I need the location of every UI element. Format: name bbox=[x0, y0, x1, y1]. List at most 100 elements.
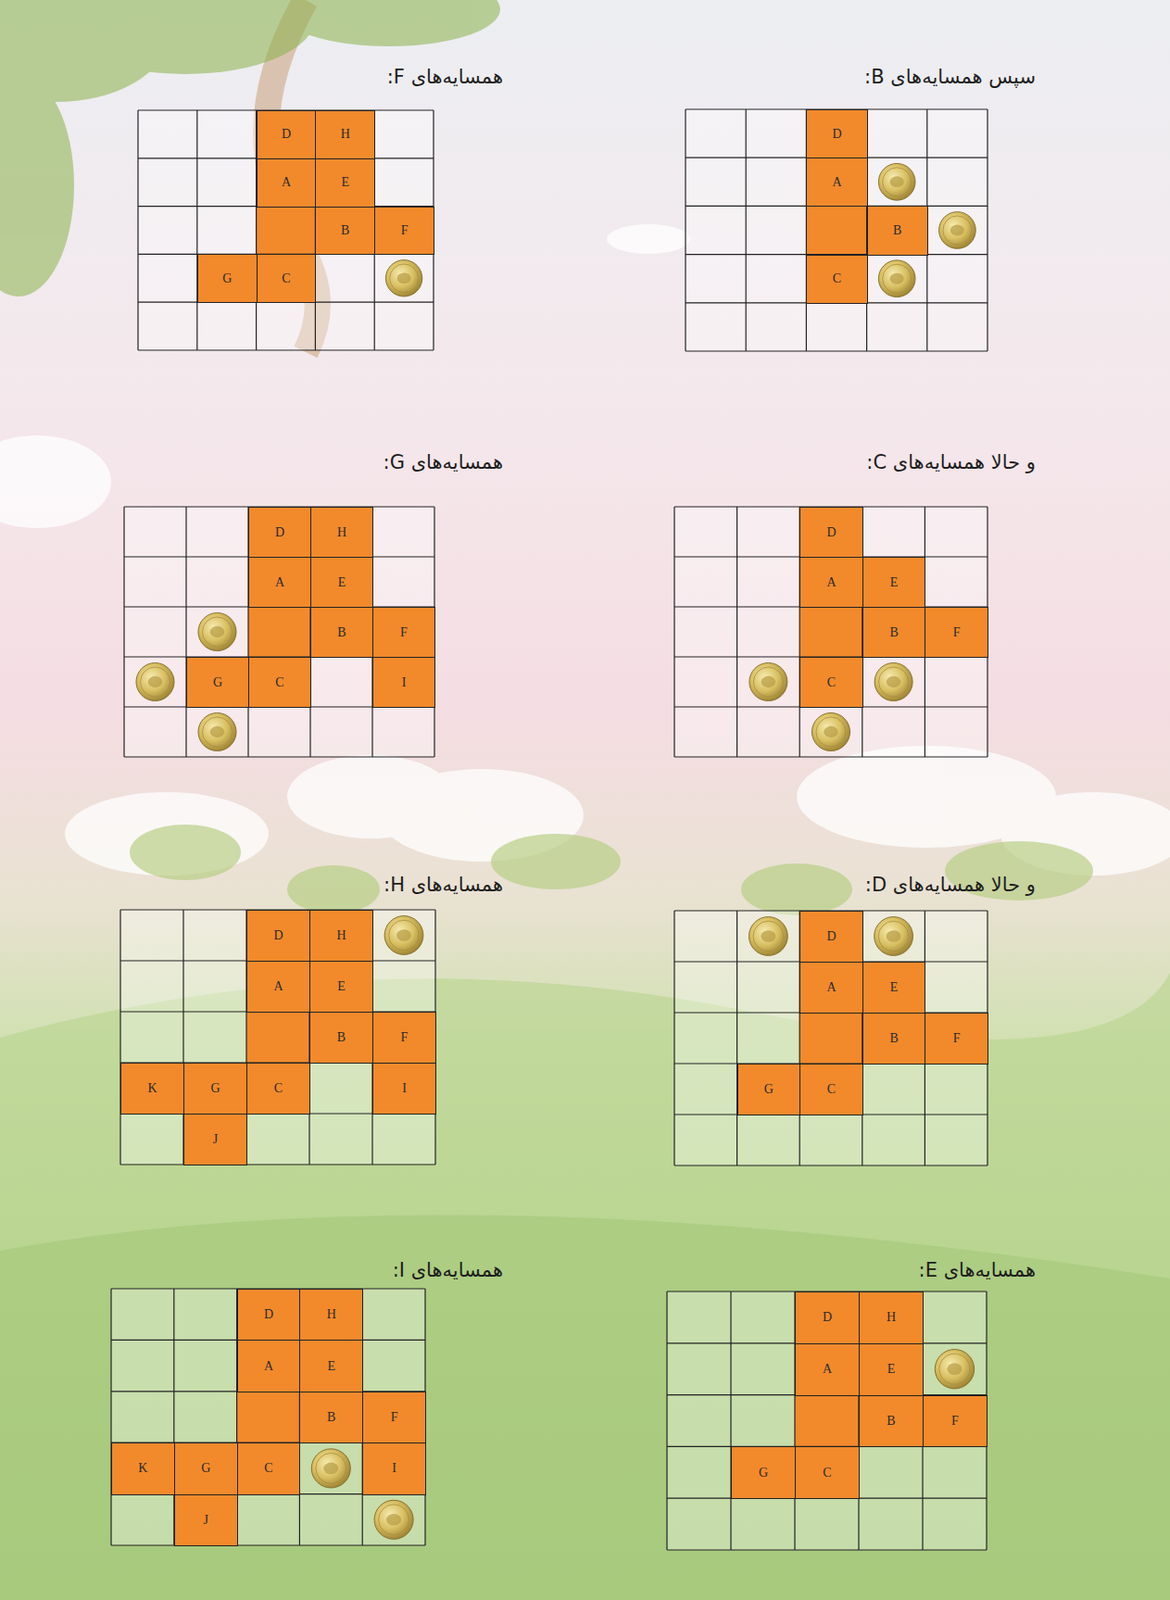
empty-cell bbox=[372, 1011, 436, 1063]
letter-cell: E bbox=[862, 961, 927, 1014]
empty-cell bbox=[124, 656, 187, 707]
letter-cell: A bbox=[237, 1339, 302, 1392]
empty-cell bbox=[314, 253, 375, 302]
empty-cell bbox=[927, 109, 988, 158]
orange-cell bbox=[799, 1012, 863, 1064]
empty-cell bbox=[246, 1011, 310, 1063]
empty-cell bbox=[237, 1494, 301, 1546]
cell-letter: G bbox=[222, 271, 232, 287]
grid-heading: همسایه‌های H: bbox=[383, 872, 504, 897]
cell-letter: C bbox=[832, 271, 842, 287]
letter-cell: F bbox=[372, 1011, 437, 1064]
cell-letter: C bbox=[281, 271, 290, 287]
cell-letter: G bbox=[213, 675, 223, 691]
letter-cell: C bbox=[799, 656, 864, 708]
empty-cell bbox=[799, 506, 863, 557]
grid-line bbox=[138, 349, 434, 351]
coin-icon bbox=[874, 917, 914, 957]
letter-cell: D bbox=[237, 1288, 302, 1341]
coin-icon bbox=[198, 712, 237, 751]
empty-cell bbox=[372, 606, 435, 657]
orange-cell bbox=[799, 606, 863, 657]
cell-letter: H bbox=[337, 525, 347, 541]
empty-cell bbox=[858, 1395, 923, 1447]
empty-cell bbox=[737, 1012, 801, 1064]
letter-cell: C bbox=[794, 1446, 860, 1499]
empty-cell bbox=[186, 606, 249, 657]
empty-cell bbox=[867, 302, 928, 352]
empty-cell bbox=[737, 706, 801, 757]
empty-cell bbox=[310, 656, 373, 707]
empty-cell bbox=[922, 1343, 987, 1396]
letter-cell: H bbox=[309, 909, 374, 962]
coin-icon bbox=[749, 917, 789, 957]
letter-cell: E bbox=[314, 158, 376, 208]
letter-cell: J bbox=[183, 1113, 248, 1166]
empty-cell bbox=[372, 1062, 436, 1114]
empty-cell bbox=[314, 158, 375, 207]
empty-cell bbox=[924, 506, 988, 557]
coin-icon bbox=[878, 163, 916, 201]
letter-cell: A bbox=[799, 961, 864, 1014]
grid-line bbox=[674, 1164, 988, 1166]
empty-cell bbox=[799, 706, 863, 757]
grid-heading: سپس همسایه‌های B: bbox=[864, 64, 1036, 89]
letter-cell: G bbox=[730, 1446, 796, 1499]
letter-cell: D bbox=[805, 109, 868, 159]
empty-cell bbox=[666, 1343, 731, 1396]
letter-cell: G bbox=[186, 656, 250, 708]
neighbour-grid: همسایه‌های F:DHAEBFGC bbox=[138, 110, 434, 351]
grid-heading: و حالا همسایه‌های C: bbox=[866, 450, 1036, 475]
cell-letter: F bbox=[401, 1030, 409, 1045]
empty-cell bbox=[924, 556, 988, 607]
letter-cell: A bbox=[794, 1343, 860, 1397]
empty-cell bbox=[805, 254, 867, 303]
empty-cell bbox=[362, 1442, 426, 1494]
empty-cell bbox=[858, 1446, 923, 1498]
cell-letter: G bbox=[764, 1081, 774, 1097]
cell-letter: A bbox=[273, 979, 283, 994]
grid-line bbox=[110, 1288, 112, 1546]
empty-cell bbox=[666, 1395, 731, 1447]
empty-cell bbox=[310, 706, 373, 757]
cell-letter: I bbox=[402, 675, 407, 691]
letter-cell: C bbox=[246, 1062, 311, 1115]
coin-icon bbox=[811, 712, 850, 751]
empty-cell bbox=[858, 1497, 923, 1550]
empty-cell bbox=[730, 1395, 795, 1447]
coin-icon bbox=[749, 662, 788, 701]
grid-heading: همسایه‌های I: bbox=[392, 1258, 504, 1283]
cell-letter: B bbox=[889, 1031, 898, 1046]
empty-cell bbox=[309, 960, 373, 1012]
cell-letter: D bbox=[822, 1309, 832, 1325]
letter-cell: D bbox=[799, 910, 864, 963]
empty-cell bbox=[124, 706, 187, 757]
empty-cell bbox=[805, 109, 867, 158]
letter-cell: H bbox=[314, 110, 376, 160]
coin-icon bbox=[878, 260, 916, 298]
empty-cell bbox=[309, 1062, 373, 1114]
letter-cell: B bbox=[867, 205, 929, 255]
grid-line bbox=[673, 910, 675, 1166]
empty-cell bbox=[186, 706, 249, 757]
orange-cell bbox=[256, 206, 316, 255]
coin-icon bbox=[198, 612, 237, 651]
cell-letter: F bbox=[400, 625, 408, 641]
empty-cell bbox=[310, 606, 373, 657]
empty-cell bbox=[862, 656, 926, 707]
empty-cell bbox=[745, 254, 806, 303]
neighbour-grid: همسایه‌های G:DHAEBFGCI bbox=[124, 506, 435, 757]
empty-cell bbox=[256, 110, 316, 159]
coin-icon bbox=[934, 1348, 974, 1388]
empty-cell bbox=[256, 253, 316, 302]
empty-cell bbox=[745, 205, 806, 254]
cell-letter: E bbox=[887, 1361, 896, 1377]
letter-cell: H bbox=[299, 1288, 364, 1341]
coin-icon bbox=[384, 916, 424, 956]
empty-cell bbox=[183, 909, 247, 961]
cell-letter: I bbox=[402, 1081, 407, 1096]
empty-cell bbox=[248, 556, 311, 607]
cell-letter: B bbox=[327, 1409, 336, 1425]
empty-cell bbox=[246, 909, 310, 961]
cell-letter: H bbox=[340, 126, 351, 142]
